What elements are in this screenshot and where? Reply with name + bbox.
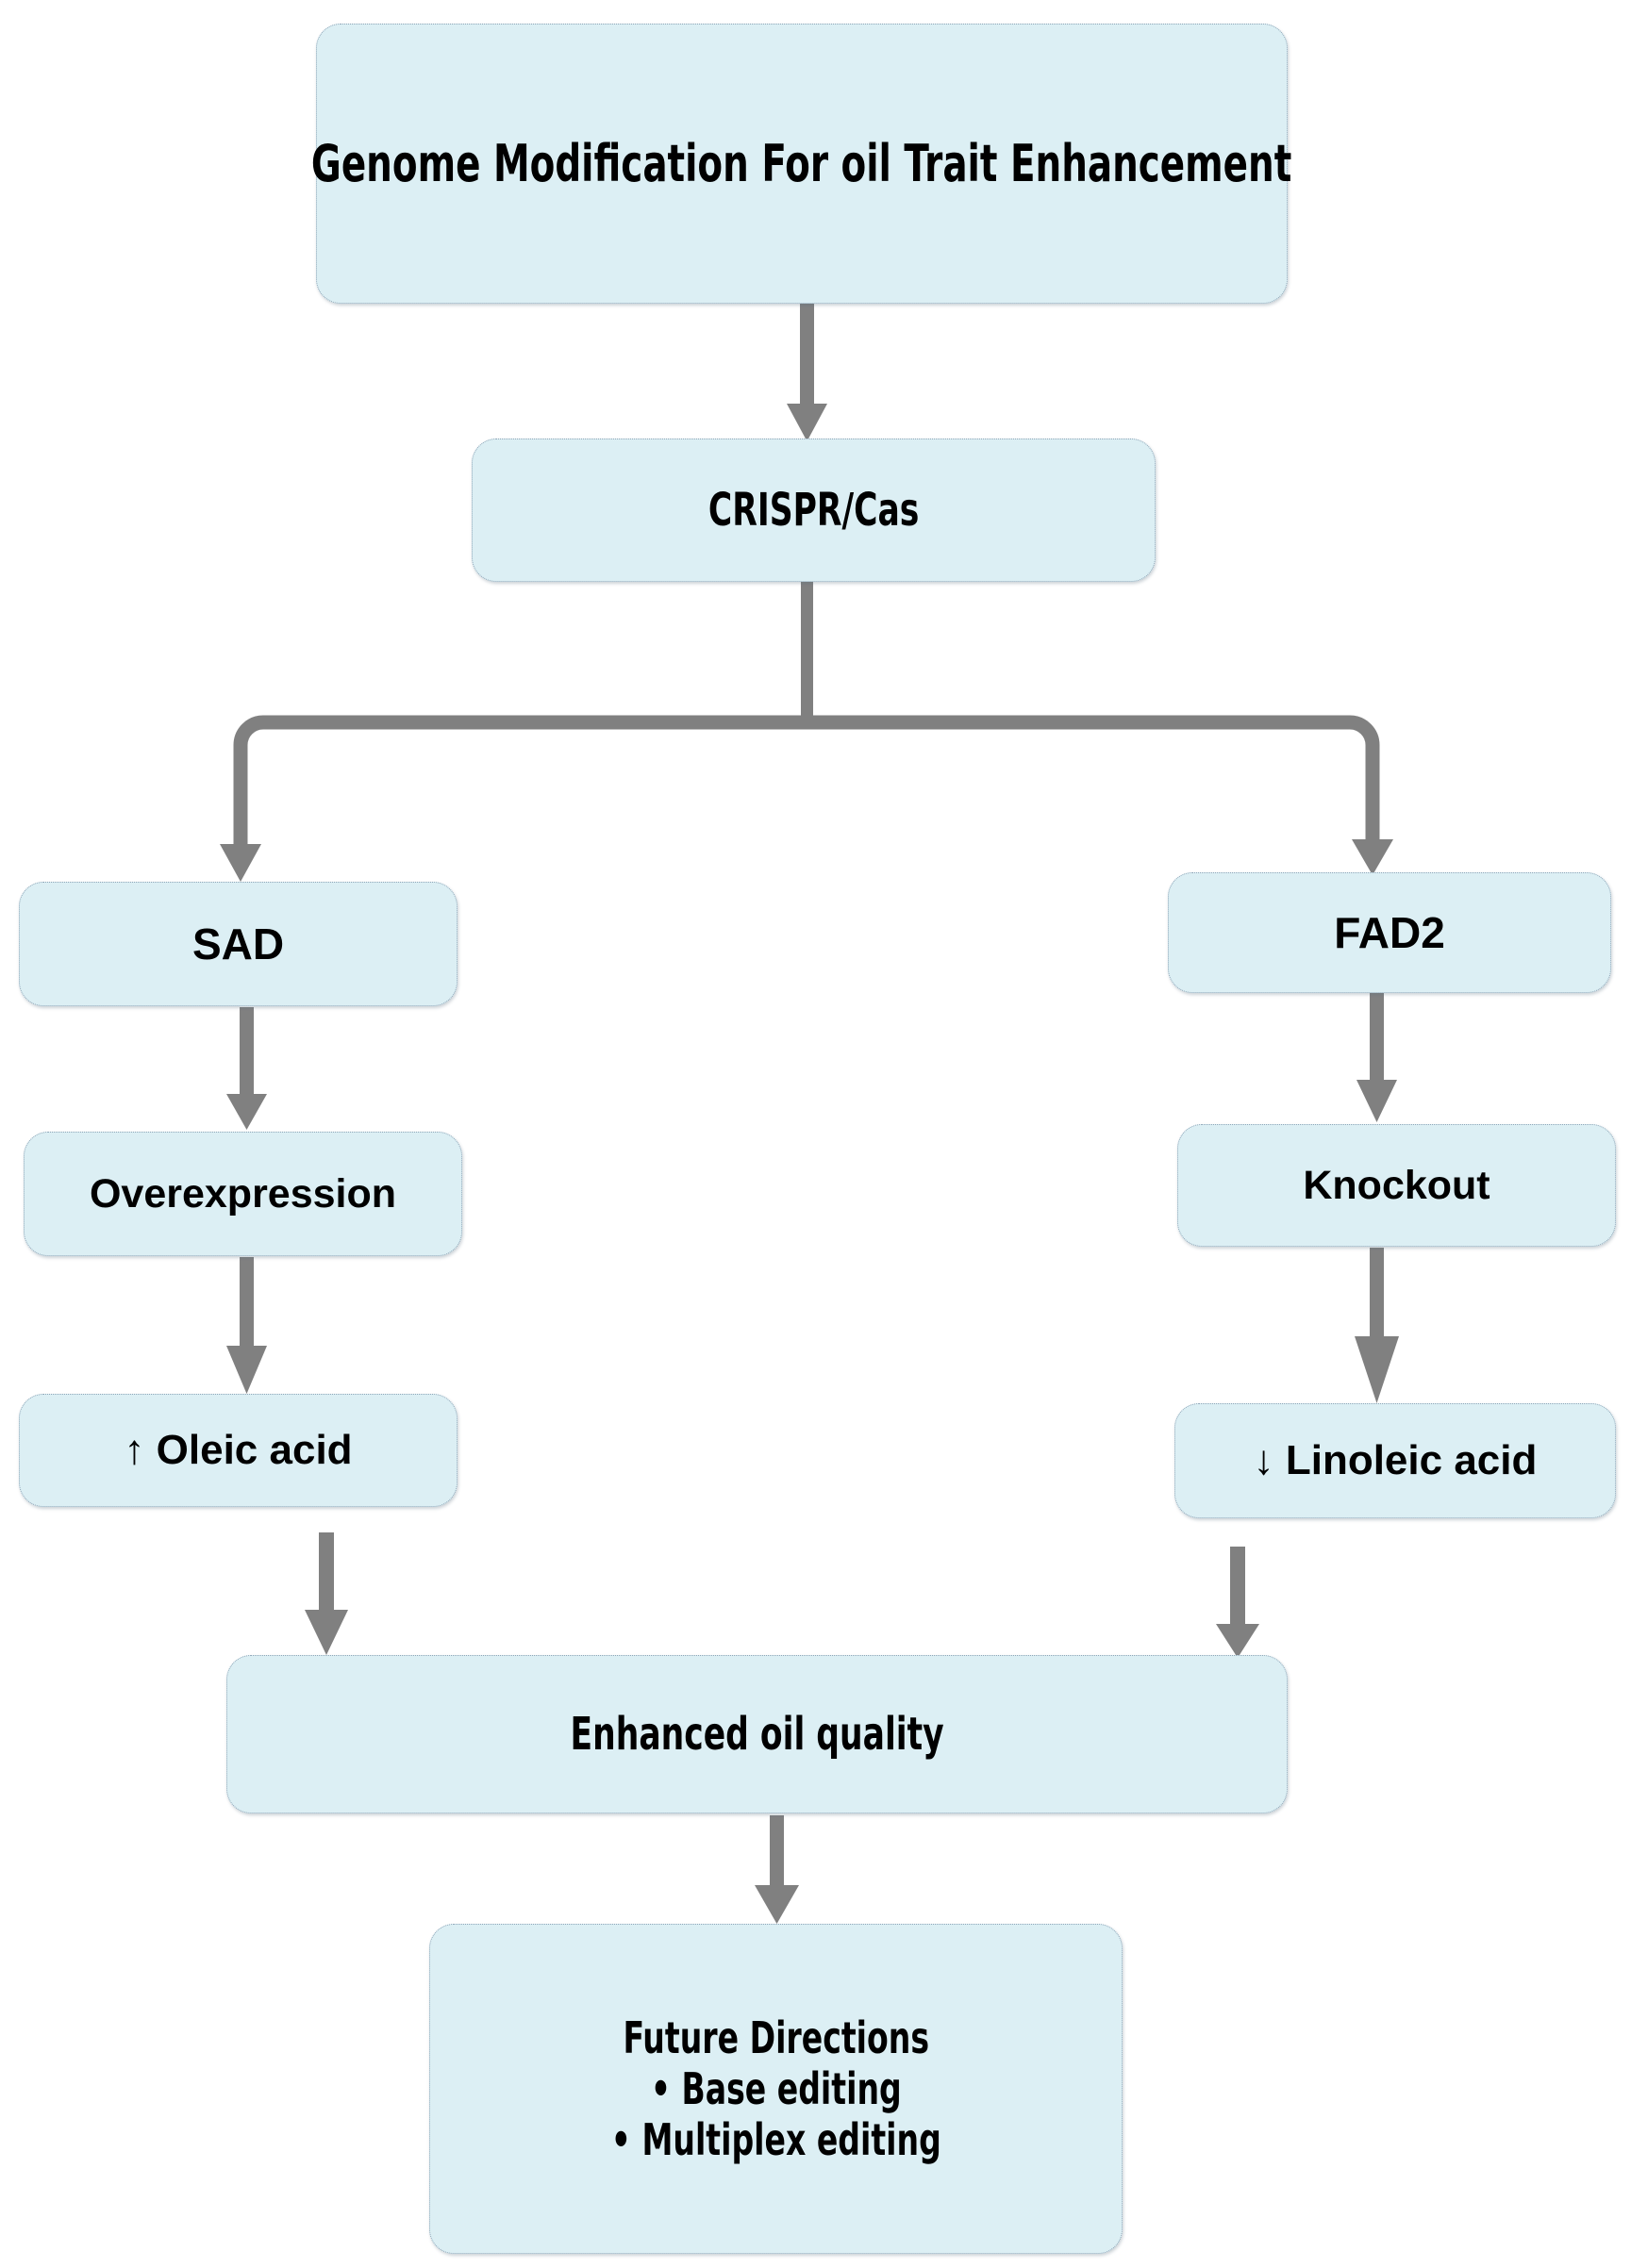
- node-gene-left-label: SAD: [191, 919, 285, 968]
- arrow-tool-to-branch: [801, 581, 813, 724]
- node-action-right[interactable]: Knockout: [1177, 1124, 1616, 1247]
- arrow-knockout-to-linoleic: [1355, 1248, 1399, 1403]
- node-action-left[interactable]: Overexpression: [24, 1132, 462, 1256]
- node-outcome-left-label: ↑ Oleic acid: [124, 1427, 353, 1474]
- node-result[interactable]: Enhanced oil quality: [226, 1655, 1288, 1813]
- arrow-sad-to-overexpression: [226, 1007, 267, 1130]
- arrow-overexpression-to-oleic: [226, 1257, 267, 1394]
- node-tool-label: CRISPR/Cas: [707, 483, 920, 537]
- arrowhead-branch-left: [220, 844, 261, 882]
- node-future[interactable]: Future Directions • Base editing • Multi…: [429, 1924, 1123, 2254]
- node-gene-right-label: FAD2: [1334, 907, 1445, 957]
- arrow-result-to-future: [755, 1815, 799, 1924]
- node-gene-left[interactable]: SAD: [19, 882, 458, 1006]
- arrowhead-branch-right: [1352, 839, 1393, 875]
- arrow-linoleic-to-result: [1216, 1547, 1259, 1658]
- node-tool[interactable]: CRISPR/Cas: [472, 439, 1156, 582]
- arrow-fad2-to-knockout: [1356, 993, 1397, 1122]
- node-action-right-label: Knockout: [1303, 1162, 1490, 1208]
- node-action-left-label: Overexpression: [89, 1170, 397, 1217]
- node-future-heading: Future Directions: [623, 2011, 929, 2063]
- node-outcome-right[interactable]: ↓ Linoleic acid: [1174, 1403, 1616, 1518]
- node-gene-right[interactable]: FAD2: [1168, 872, 1611, 993]
- node-future-content: Future Directions • Base editing • Multi…: [570, 2012, 983, 2166]
- node-root-label: Genome Modification For oil Trait Enhanc…: [311, 133, 1292, 193]
- branch-bar: [233, 715, 1380, 858]
- node-future-item-0: • Base editing: [650, 2062, 902, 2114]
- node-root[interactable]: Genome Modification For oil Trait Enhanc…: [311, 24, 1292, 304]
- node-outcome-left[interactable]: ↑ Oleic acid: [19, 1394, 458, 1507]
- node-outcome-right-label: ↓ Linoleic acid: [1253, 1437, 1538, 1484]
- arrow-root-to-tool: [787, 304, 827, 441]
- node-future-item-1: • Multiplex editing: [610, 2114, 941, 2166]
- node-result-label: Enhanced oil quality: [570, 1707, 944, 1761]
- arrow-oleic-to-result: [305, 1532, 348, 1655]
